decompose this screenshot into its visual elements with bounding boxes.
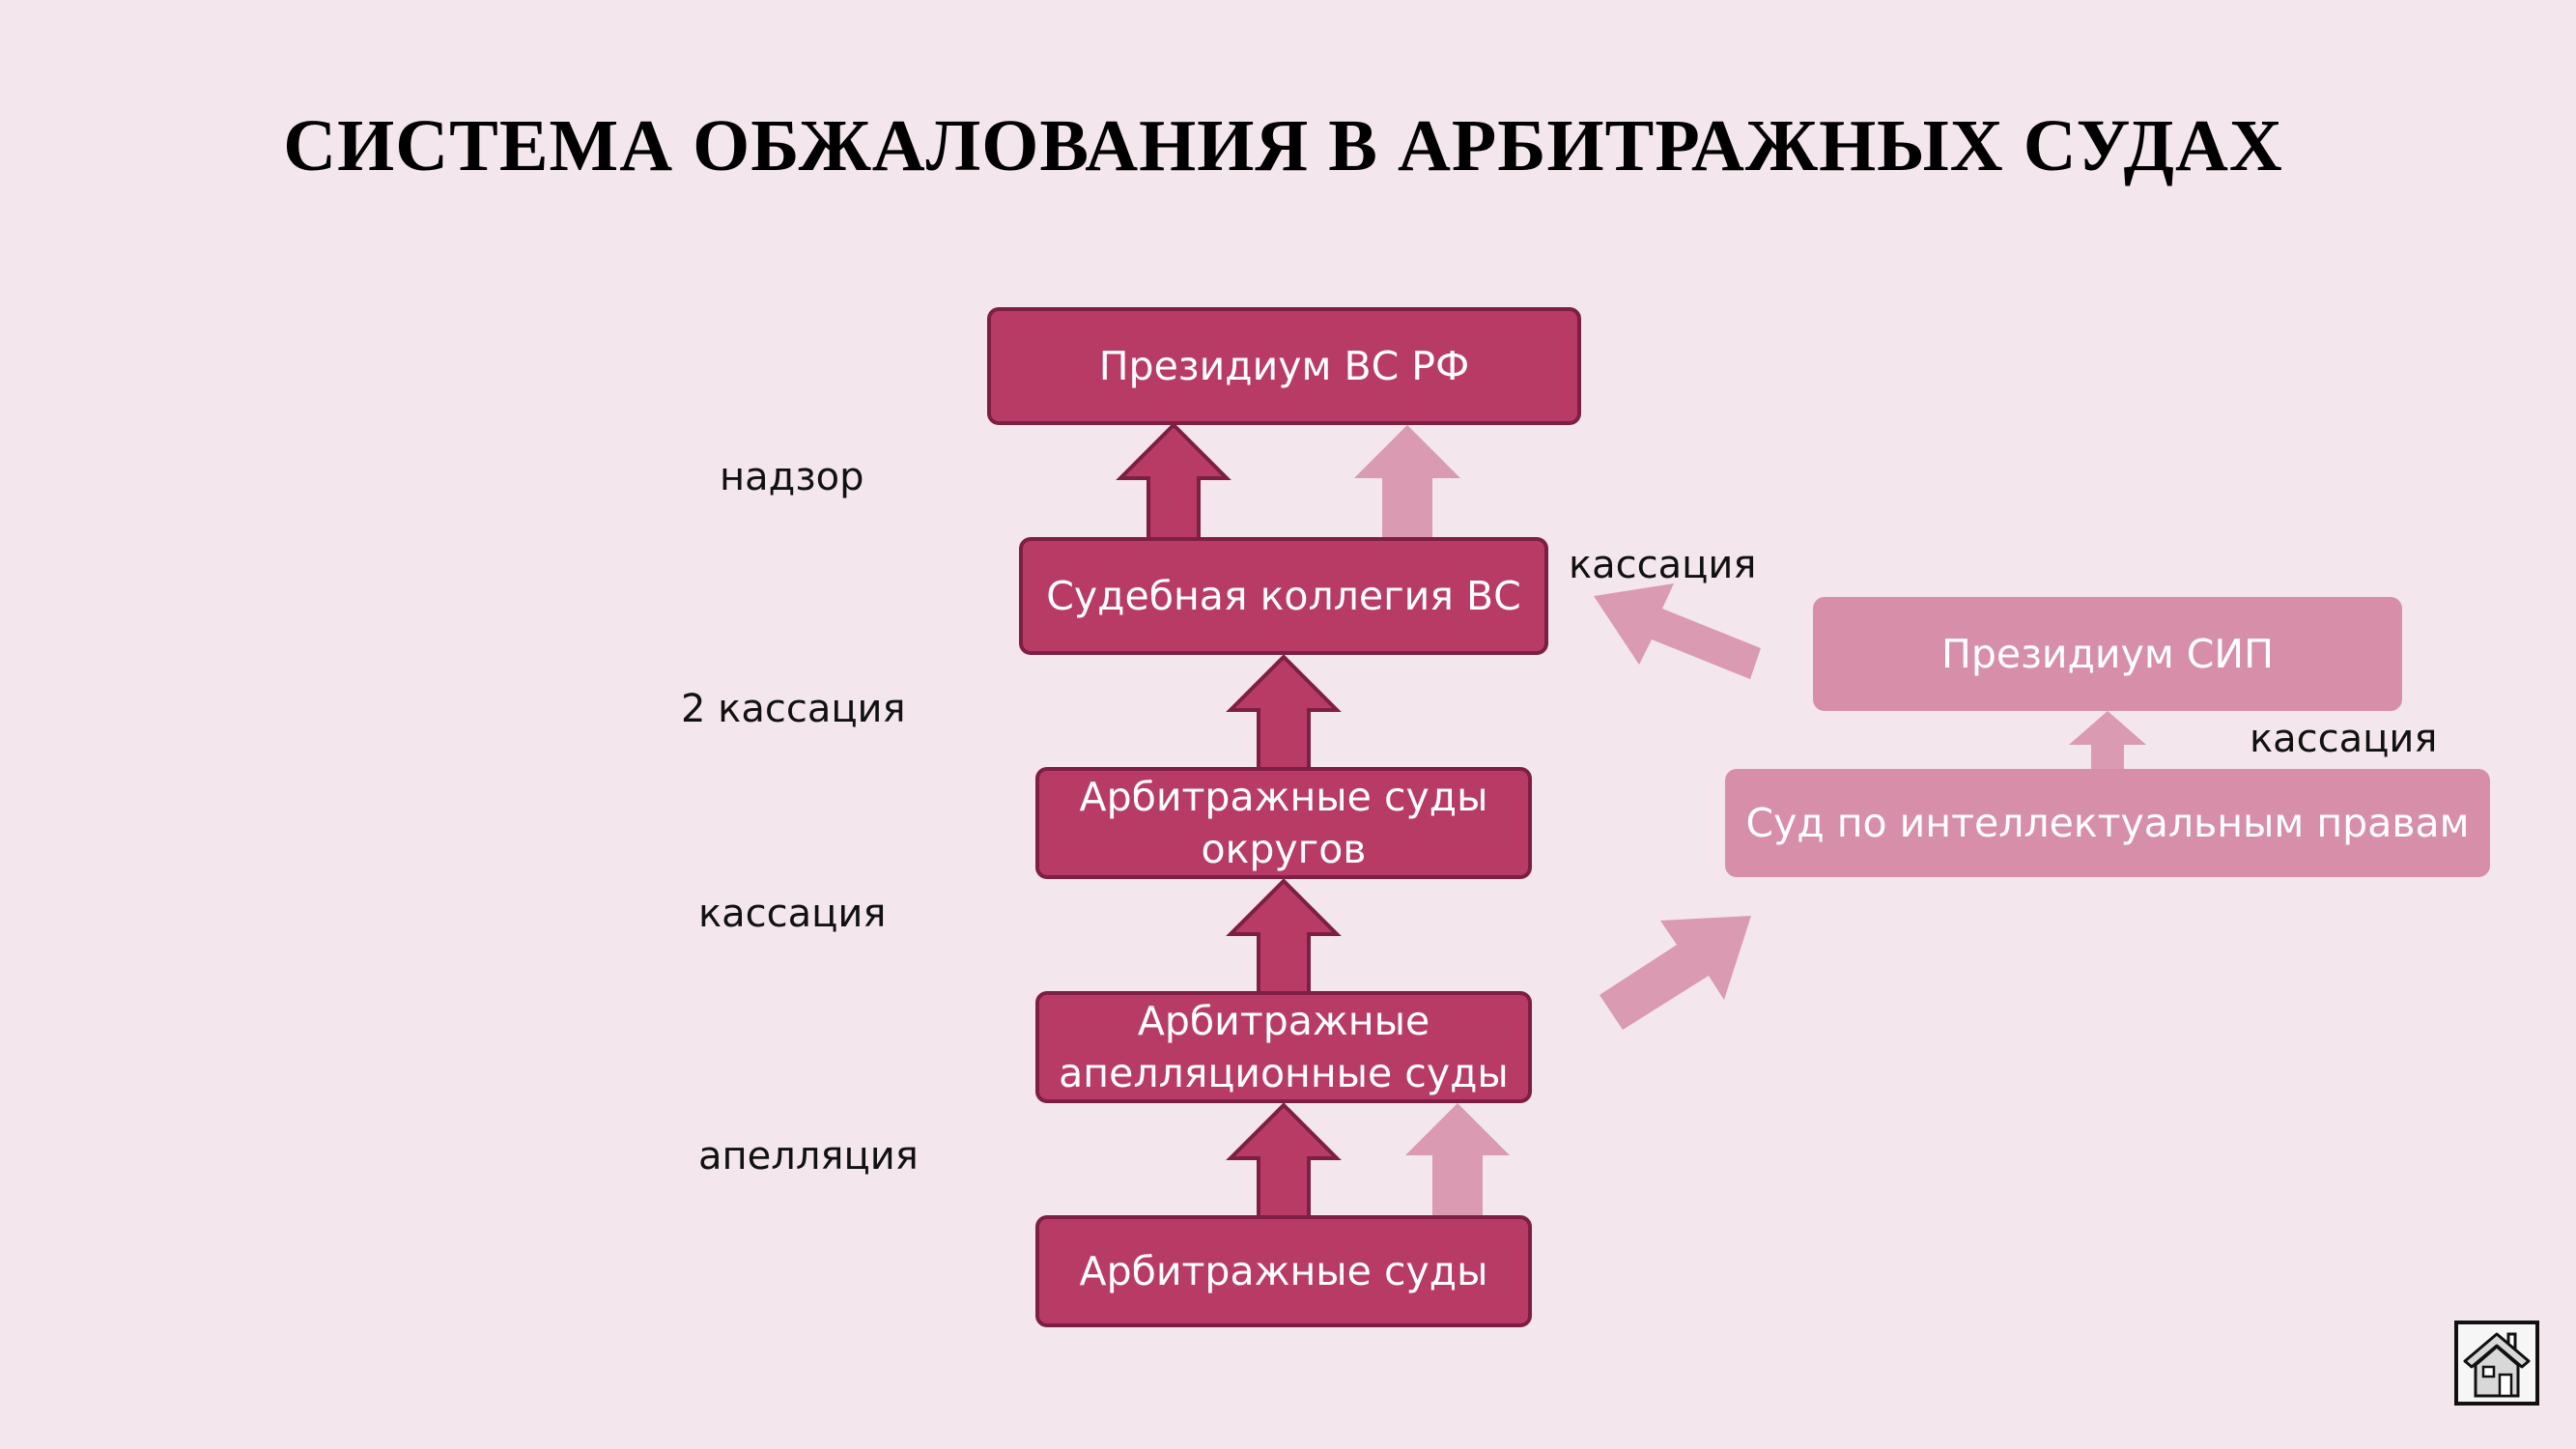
box-appeal-courts: Арбитражные апелляционные суды (1035, 991, 1532, 1103)
arrow-sip-to-collegium (1594, 583, 1761, 679)
arrow-light-arbitration-to-appeal (1405, 1103, 1510, 1217)
home-button[interactable] (2454, 1321, 2539, 1406)
box-collegium-vs-label: Судебная коллегия ВС (1046, 572, 1521, 619)
arrow-arbitration-to-appeal (1226, 1102, 1342, 1219)
label-cassation-sip: кассация (2250, 717, 2438, 761)
arrow-district-to-collegium (1226, 654, 1342, 772)
box-arbitration-courts-label: Арбитражные суды (1079, 1247, 1488, 1294)
label-cassation-to-vs: кассация (1569, 543, 1757, 587)
arrow-appeal-to-district (1226, 878, 1342, 995)
label-supervision: надзор (720, 455, 864, 499)
box-arbitration-courts: Арбитражные суды (1035, 1215, 1532, 1327)
box-appeal-courts-label: Арбитражные апелляционные суды (1059, 997, 1509, 1096)
page-title: СИСТЕМА ОБЖАЛОВАНИЯ В АРБИТРАЖНЫХ СУДАХ (283, 105, 2283, 186)
box-presidium-vs-label: Президиум ВС РФ (1098, 342, 1470, 389)
box-ip-court-label: Суд по интеллектуальным правам (1745, 799, 2470, 846)
box-collegium-vs: Судебная коллегия ВС (1019, 537, 1548, 655)
arrow-light-collegium-to-presidium (1354, 425, 1460, 539)
box-presidium-sip-label: Президиум СИП (1941, 630, 2274, 677)
arrow-appeal-to-ipcourt-main (1599, 916, 1751, 1030)
label-second-cassation: 2 кассация (681, 687, 906, 731)
box-district-courts-label: Арбитражные суды округов (1079, 773, 1488, 872)
box-ip-court: Суд по интеллектуальным правам (1725, 769, 2490, 877)
box-presidium-sip: Президиум СИП (1813, 597, 2402, 711)
label-appeal: апелляция (698, 1134, 919, 1179)
box-presidium-vs: Президиум ВС РФ (987, 307, 1581, 425)
arrow-ipcourt-to-presidium-sip (2069, 711, 2146, 771)
label-cassation: кассация (698, 892, 887, 936)
arrow-collegium-to-presidium (1116, 422, 1231, 541)
home-icon (2463, 1332, 2531, 1398)
box-district-courts: Арбитражные суды округов (1035, 767, 1532, 879)
